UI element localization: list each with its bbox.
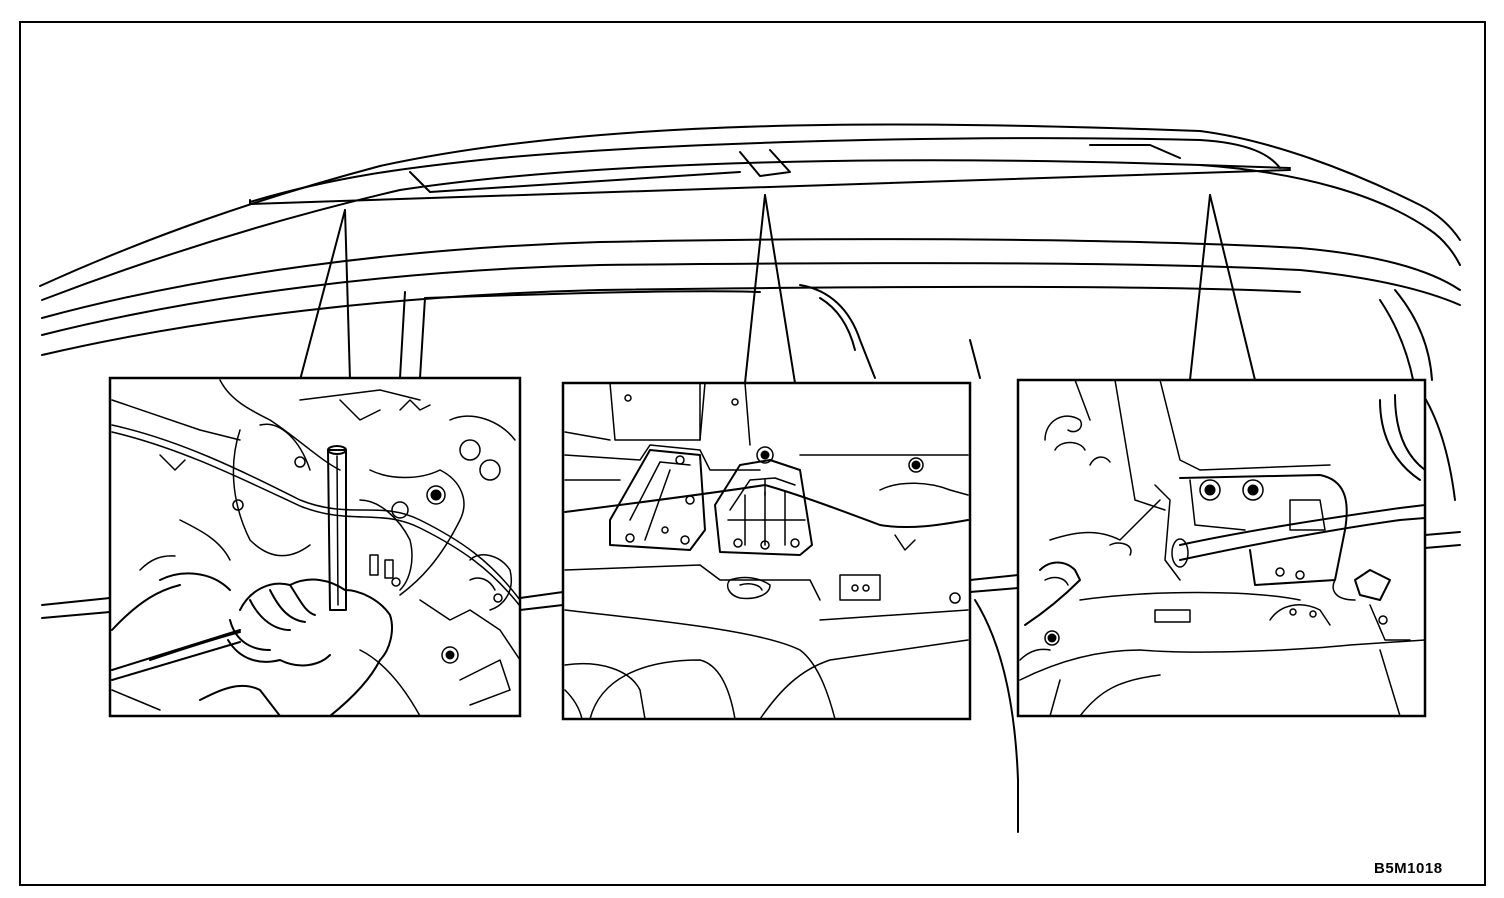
inset-detail-center: [561, 381, 972, 721]
inset-detail-left: [108, 376, 522, 718]
figure-reference-code: B5M1018: [1374, 860, 1443, 877]
callout-pointers: [299, 194, 1256, 384]
roof-rail: [249, 137, 1291, 205]
vehicle-roof-outline: [39, 123, 1461, 356]
inset-detail-right: [1016, 378, 1427, 718]
